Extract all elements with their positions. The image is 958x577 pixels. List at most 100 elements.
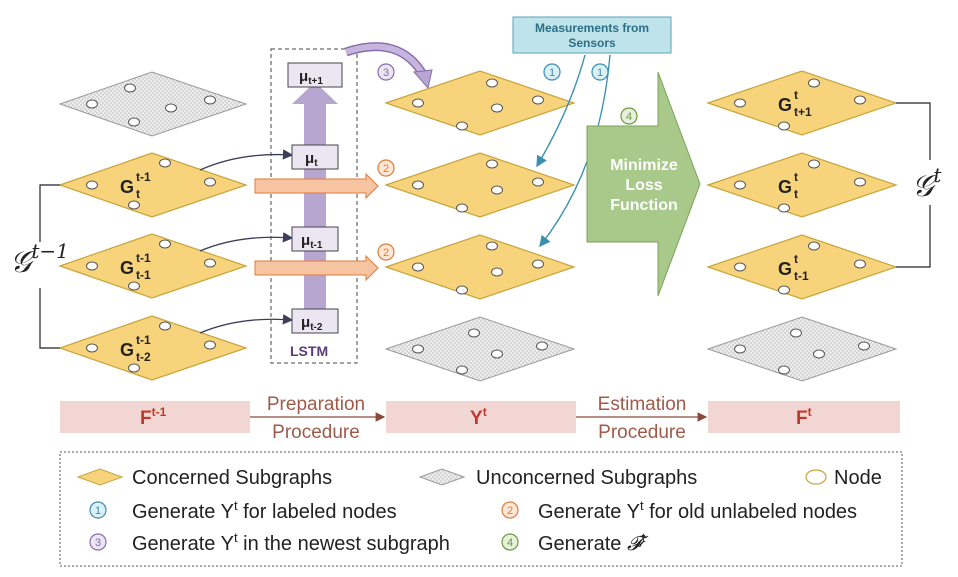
svg-text:G: G: [120, 340, 134, 360]
svg-text:t: t: [136, 187, 140, 201]
right-bracket-bottom: [896, 205, 931, 268]
subgraph-right-2: G t t: [706, 152, 898, 218]
legend-item-1: 1 Generate Yt for labeled nodes: [89, 498, 397, 523]
lstm-upward-arrow: [292, 82, 338, 330]
svg-text:μt+1: μt+1: [299, 68, 323, 87]
link-subgraph-to-mu-t-1: [199, 232, 294, 252]
svg-text:G: G: [778, 95, 792, 115]
legend-unconcerned: Unconcerned Subgraphs: [418, 467, 697, 489]
lstm-cell-t-2: μt-2: [291, 308, 339, 334]
svg-text:G: G: [778, 177, 792, 197]
bar-f-prev-label: Ft-1: [140, 405, 167, 429]
svg-text:t-1: t-1: [136, 170, 151, 184]
marker-3: 3: [377, 63, 395, 81]
subgraph-y-2: [384, 152, 576, 218]
svg-text:t: t: [794, 252, 798, 266]
lstm-box: [270, 48, 358, 364]
svg-text:Minimize: Minimize: [610, 157, 678, 174]
svg-text:Unconcerned Subgraphs: Unconcerned Subgraphs: [476, 467, 697, 489]
bar-f-cur: [708, 401, 900, 433]
svg-text:μt: μt: [305, 150, 318, 169]
link-subgraph-to-mu-t: [199, 149, 294, 171]
subgraph-left-2: G t-1 t-1: [58, 233, 248, 299]
svg-text:t-1: t-1: [136, 333, 151, 347]
svg-text:3: 3: [95, 537, 101, 549]
link-subgraph-to-mu-t-2: [199, 314, 294, 334]
svg-text:G: G: [778, 259, 792, 279]
lstm-cell-t: μt: [291, 144, 339, 170]
svg-text:1: 1: [597, 67, 603, 79]
svg-text:μt-1: μt-1: [301, 232, 323, 251]
prep-arrow-2: [254, 254, 379, 282]
marker-1-left: 1: [543, 63, 561, 81]
est-label-2: Procedure: [598, 422, 686, 443]
legend-box: [59, 451, 903, 567]
lstm-cell-t+1: μt+1: [287, 62, 343, 88]
svg-text:Generate 𝓕t: Generate 𝓕t: [538, 530, 649, 555]
svg-text:Loss: Loss: [625, 177, 662, 194]
lstm-cell-t-1: μt-1: [291, 226, 339, 252]
lstm-label: LSTM: [290, 343, 328, 359]
svg-text:t-2: t-2: [136, 350, 151, 364]
svg-text:1: 1: [549, 67, 555, 79]
svg-text:t: t: [794, 88, 798, 102]
subgraph-left-3: G t-1 t-2: [58, 315, 248, 381]
marker-4: 4: [620, 107, 638, 125]
loss-function-arrow: Minimize Loss Function: [586, 71, 701, 297]
svg-text:Generate Yt for labeled nodes: Generate Yt for labeled nodes: [132, 498, 397, 523]
legend-item-2: 2 Generate Yt for old unlabeled nodes: [501, 498, 857, 523]
legend-node: Node: [805, 467, 882, 489]
marker-1-right: 1: [591, 63, 609, 81]
subgraph-right-1: G t t+1: [706, 70, 898, 136]
left-bracket-bottom: [39, 288, 60, 349]
subgraph-y-3: [384, 234, 576, 300]
svg-text:Generate Yt in the newest subg: Generate Yt in the newest subgraph: [132, 530, 450, 555]
svg-text:1: 1: [95, 505, 101, 517]
subgraph-y-1: [384, 70, 576, 136]
bar-f-cur-label: Ft: [796, 405, 812, 429]
svg-text:t+1: t+1: [794, 105, 812, 119]
marker-2-lower: 2: [377, 243, 395, 261]
svg-text:t: t: [794, 170, 798, 184]
svg-text:2: 2: [507, 505, 513, 517]
bar-f-prev: [60, 401, 250, 433]
svg-text:Generate Yt for old unlabeled: Generate Yt for old unlabeled nodes: [538, 498, 857, 523]
left-group-label: 𝒢t−1: [10, 239, 69, 280]
svg-text:t-1: t-1: [794, 269, 809, 283]
svg-text:4: 4: [507, 537, 513, 549]
svg-text:3: 3: [383, 67, 389, 79]
svg-text:Measurements from: Measurements from: [535, 21, 649, 35]
svg-text:2: 2: [383, 163, 389, 175]
svg-text:t-1: t-1: [136, 268, 151, 282]
legend-item-3: 3 Generate Yt in the newest subgraph: [89, 530, 450, 555]
svg-text:4: 4: [626, 111, 632, 123]
svg-text:G: G: [120, 177, 134, 197]
svg-text:Concerned Subgraphs: Concerned Subgraphs: [132, 467, 332, 489]
legend-concerned: Concerned Subgraphs: [76, 467, 332, 489]
sensor-arrow-1: [536, 54, 586, 168]
subgraph-left-1: G t-1 t: [58, 152, 248, 218]
sensors-box: Measurements from Sensors: [512, 16, 672, 54]
right-group-label: 𝒢t: [912, 163, 942, 204]
right-bracket-top: [896, 102, 931, 160]
marker-2-upper: 2: [377, 159, 395, 177]
left-bracket-top: [39, 184, 60, 242]
svg-text:t: t: [794, 187, 798, 201]
svg-text:μt-2: μt-2: [301, 314, 323, 333]
svg-text:G: G: [120, 258, 134, 278]
prep-label-2: Procedure: [272, 422, 360, 443]
svg-text:t-1: t-1: [136, 251, 151, 265]
prep-label-1: Preparation: [267, 394, 365, 415]
svg-text:Sensors: Sensors: [568, 36, 616, 50]
est-label-1: Estimation: [598, 394, 687, 415]
svg-text:Node: Node: [834, 467, 882, 489]
bar-y: [386, 401, 576, 433]
svg-text:2: 2: [383, 247, 389, 259]
prep-arrow-1: [254, 172, 379, 200]
unconcerned-subgraph-right: [706, 316, 898, 382]
subgraph-right-3: G t t-1: [706, 234, 898, 300]
unconcerned-subgraph-left: [58, 71, 248, 137]
bar-y-label: Yt: [470, 405, 487, 429]
svg-text:Function: Function: [610, 197, 678, 214]
